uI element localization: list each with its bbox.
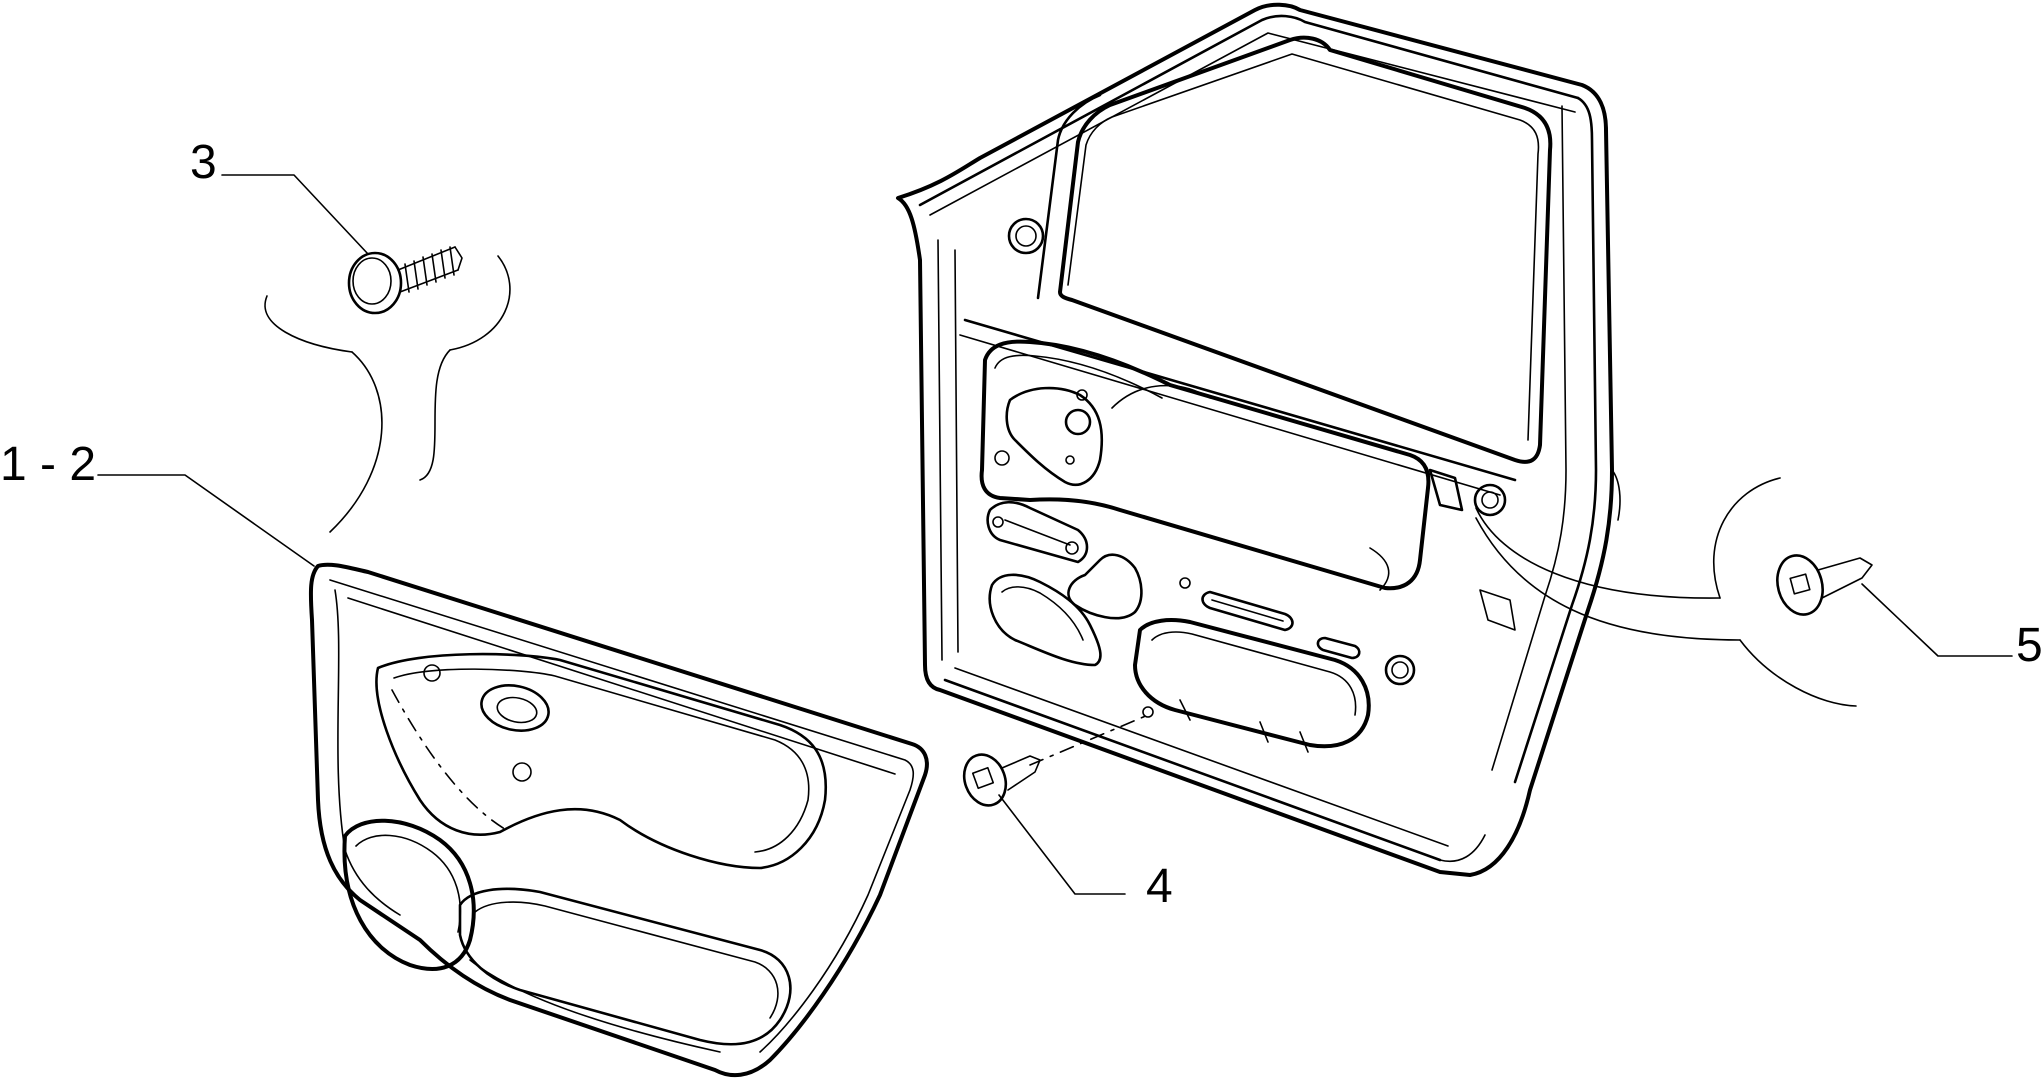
- rear-pillar-lip: [1611, 469, 1621, 521]
- handle-inner: [496, 696, 538, 724]
- part-3-trim-clip: [264, 246, 511, 533]
- bottom-rail-2: [954, 667, 1449, 847]
- leader-1-2: [97, 474, 315, 567]
- latch-hole-large: [1064, 408, 1092, 436]
- clip-barbs: [404, 246, 455, 293]
- slot-small-right: [1316, 636, 1361, 660]
- hinge-bracket-lower: [1479, 589, 1516, 631]
- slot-hole-a: [992, 516, 1004, 528]
- cutout-curve-rear: [1369, 547, 1390, 591]
- panel-top-ridge: [347, 597, 896, 775]
- bottom-rail-corner: [1439, 834, 1486, 862]
- rear-pillar-2: [1491, 105, 1567, 771]
- armrest-recess: [375, 652, 828, 870]
- latch-plate: [1005, 386, 1104, 487]
- slot-upper-left-inner: [1004, 519, 1071, 546]
- hinge-hole: [1473, 483, 1507, 517]
- pocket-lower-left: [988, 573, 1102, 667]
- part-4-screw: [962, 706, 1154, 807]
- central-cutout-inner: [994, 354, 1163, 399]
- lens-left-arc: [264, 295, 353, 353]
- pocket-lower-left-inner: [1001, 586, 1084, 641]
- pocket-lower-large-inner: [1151, 631, 1357, 716]
- slot-horizontal: [1201, 590, 1294, 632]
- part-5-screw: [1475, 477, 1873, 707]
- lens-right-arc: [449, 255, 511, 351]
- clip-head: [347, 251, 403, 315]
- speaker-opening-inner: [355, 834, 462, 933]
- handle-bezel: [480, 684, 550, 732]
- frame-hole-rear-inner: [1391, 661, 1409, 679]
- lens-tail-right: [419, 349, 451, 481]
- hinge-hole-inner: [1481, 491, 1499, 509]
- bottom-rail-1: [943, 678, 1442, 862]
- slot-hole-b: [1065, 541, 1079, 555]
- screw-5-head: [1776, 554, 1824, 616]
- lens-5-lower: [1475, 517, 1741, 641]
- door-inner-frame: [896, 2, 1621, 877]
- lens-5-arc-top: [1712, 477, 1781, 599]
- pocket-lower-large: [1133, 618, 1371, 749]
- callout-5: 5: [2016, 619, 2043, 672]
- panel-fold-line: [391, 689, 511, 833]
- callout-4: 4: [1146, 860, 1173, 913]
- latch-hole-small: [994, 450, 1010, 466]
- pocket-middle: [1067, 553, 1143, 620]
- leader-3: [221, 174, 369, 255]
- panel-inner-rim-left: [334, 589, 401, 916]
- window-front-channel: [1036, 93, 1102, 300]
- central-cutout: [979, 339, 1431, 591]
- latch-hole-top: [1076, 389, 1088, 401]
- window-opening-inner: [1067, 53, 1540, 441]
- belt-line-lower: [959, 334, 1501, 496]
- front-edge-inner-2: [954, 249, 959, 653]
- clip-shank: [397, 246, 459, 293]
- leader-lines: [97, 174, 2013, 895]
- screw-4-shank: [1001, 755, 1041, 791]
- screw-4-drive: [971, 766, 995, 790]
- door-pocket-inner: [474, 901, 779, 1019]
- lens-tail-left: [329, 351, 383, 533]
- screw-5-shank: [1817, 557, 1873, 599]
- rear-pillar-1: [1513, 96, 1598, 784]
- panel-bottom-lip: [469, 959, 721, 1053]
- frame-hole-rear: [1384, 654, 1416, 686]
- door-pocket: [458, 887, 792, 1046]
- panel-inner-rim: [329, 579, 915, 1053]
- callout-3: 3: [190, 136, 217, 189]
- frame-outline: [896, 2, 1614, 877]
- leader-4: [998, 794, 1126, 895]
- slot-horizontal-inner: [1211, 599, 1284, 622]
- frame-top-rail-2: [929, 32, 1576, 216]
- clip-head-inner: [352, 257, 392, 305]
- lens-5-upper: [1475, 507, 1721, 599]
- panel-outline: [308, 562, 929, 1078]
- screw-4-target-hole: [1142, 706, 1154, 718]
- mirror-mount-hole-inner: [1015, 225, 1037, 247]
- screw-4-head: [962, 753, 1008, 807]
- pocket-lower-notches: [1179, 699, 1309, 753]
- frame-top-rail-1: [918, 14, 1580, 207]
- panel-hole-mid: [512, 762, 532, 782]
- screw-5-drive: [1789, 573, 1811, 595]
- window-opening: [1058, 35, 1553, 464]
- front-edge-inner-1: [937, 239, 943, 661]
- callout-1-2: 1 - 2: [0, 438, 96, 491]
- lens-5-arc-bottom: [1739, 639, 1857, 707]
- speaker-opening: [342, 818, 476, 971]
- slot-upper-left: [986, 500, 1089, 564]
- part-1-2-door-trim-panel: [308, 562, 929, 1078]
- panel-hole-upper: [423, 664, 441, 682]
- latch-arc: [1111, 384, 1211, 409]
- frame-hole-mid: [1179, 577, 1191, 589]
- clip-tip: [454, 246, 463, 271]
- armrest-recess-inner: [393, 668, 810, 853]
- hinge-bracket: [1428, 468, 1464, 512]
- mirror-mount-hole: [1007, 217, 1045, 255]
- screw-4-axis: [1029, 714, 1149, 766]
- latch-hole-bottom: [1065, 455, 1075, 465]
- leader-5: [1861, 583, 2013, 657]
